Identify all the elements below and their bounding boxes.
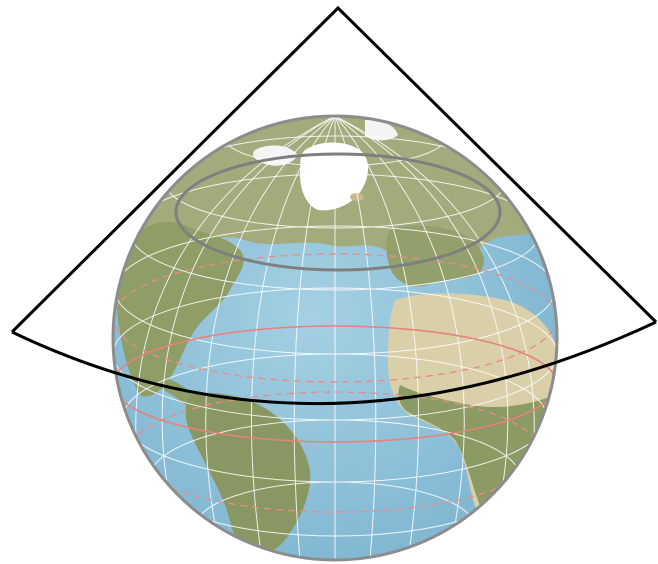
figure-canvas bbox=[0, 0, 658, 564]
globe-cone-diagram bbox=[0, 0, 658, 564]
